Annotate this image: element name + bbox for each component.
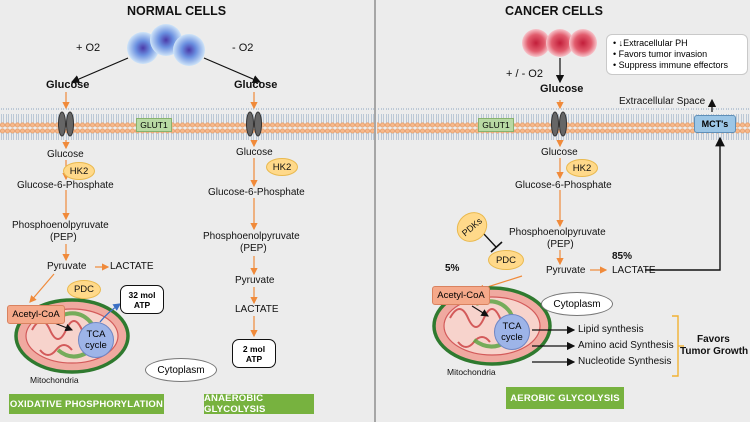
normal-left-glucose-top: Glucose [46,79,90,91]
normal-right-hk2: HK2 [266,158,298,176]
mct-transporter: MCT's [694,115,736,133]
cancer-hk2: HK2 [566,159,598,177]
channel-normal-left [58,111,74,137]
tumor-growth-label: Tumor Growth [680,346,749,357]
normal-cells-title: NORMAL CELLS [127,4,227,18]
normal-acetyl-coa: Acetyl-CoA [7,305,65,324]
normal-left-g6p: Glucose-6-Phosphate [17,180,114,191]
normal-glut1-label: GLUT1 [136,118,172,132]
cancer-cytoplasm: Cytoplasm [541,292,613,316]
cancer-pct-85: 85% [612,251,633,262]
cancer-mitochondria-label: Mitochondria [447,367,496,377]
cancer-glut1-label: GLUT1 [478,118,514,132]
cancer-pep: Phosphoenolpyruvate [509,227,606,238]
normal-atp-2: 2 mol ATP [232,339,276,368]
cancer-acetyl-coa: Acetyl-CoA [432,286,490,305]
atp2-line2: ATP [245,353,263,364]
normal-left-lactate: LACTATE [110,261,154,272]
cancer-pdc: PDC [488,250,524,270]
footer-aerobic-glycolysis: AEROBIC GLYCOLYSIS [506,387,624,409]
amino-acid-synthesis-label: Amino acid Synthesis [578,340,674,351]
note-item-immune: • Suppress immune effectors [613,60,729,70]
normal-atp-32: 32 mol ATP [120,285,164,314]
channel-cancer [551,111,567,137]
normal-right-glucose-top: Glucose [234,79,278,91]
atp32-line2: ATP [133,299,151,310]
normal-cytoplasm: Cytoplasm [145,358,217,382]
cancer-cells-title: CANCER CELLS [505,4,603,18]
cancer-pyruvate: Pyruvate [546,265,586,276]
cancer-glucose-top: Glucose [540,83,584,95]
cancer-lactate: LACTATE [612,265,656,276]
cancer-effects-note: • ↓Extracellular PH • Favors tumor invas… [606,34,748,75]
footer-anaerobic-glycolysis: ANAEROBIC GLYCOLYSIS [204,393,314,415]
normal-left-glucose: Glucose [47,149,84,160]
normal-right-pep: Phosphoenolpyruvate [203,231,300,242]
normal-left-hk2: HK2 [63,162,95,180]
footer-oxidative-phosphorylation: OXIDATIVE PHOSPHORYLATION [9,394,164,414]
normal-left-pep-abbr: (PEP) [50,232,77,243]
atp32-line1: 32 mol [128,289,156,300]
normal-right-pyruvate: Pyruvate [235,275,275,286]
normal-right-lactate: LACTATE [235,304,279,315]
extracellular-space-label: Extracellular Space [619,96,706,107]
normal-right-glucose: Glucose [236,147,273,158]
cancer-cells-image [522,29,597,57]
normal-left-pyruvate: Pyruvate [47,261,87,272]
cancer-glucose: Glucose [541,147,578,158]
lipid-synthesis-label: Lipid synthesis [578,324,644,335]
favors-label: Favors [697,334,730,345]
normal-right-pep-abbr: (PEP) [240,243,267,254]
normal-left-pep: Phosphoenolpyruvate [12,220,109,231]
cancer-g6p: Glucose-6-Phosphate [515,180,612,191]
minus-o2-label: - O2 [232,42,254,54]
note-item-ph: • ↓Extracellular PH [613,38,688,48]
normal-left-pdc: PDC [67,280,101,299]
normal-right-g6p: Glucose-6-Phosphate [208,187,305,198]
normal-cells-image [127,24,205,66]
channel-normal-right [246,111,262,137]
note-item-invasion: • Favors tumor invasion [613,49,708,59]
cancer-pep-abbr: (PEP) [547,239,574,250]
cancer-o2-label: + / - O2 [506,68,543,80]
atp2-line1: 2 mol [242,343,266,354]
normal-mitochondria-label: Mitochondria [30,375,79,385]
cancer-pct-5: 5% [445,263,460,274]
normal-membrane [0,108,374,140]
nucleotide-synthesis-label: Nucleotide Synthesis [578,356,672,367]
plus-o2-label: + O2 [76,42,101,54]
